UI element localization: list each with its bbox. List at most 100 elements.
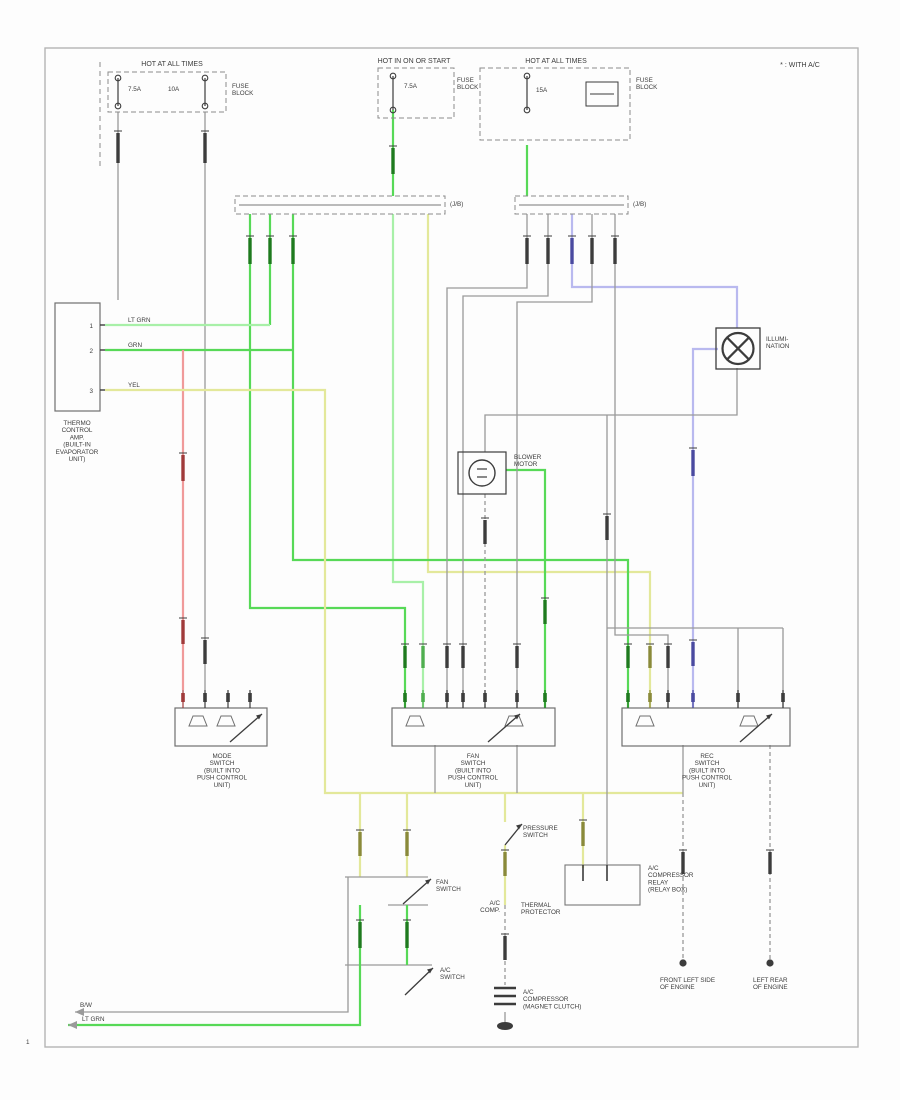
junction-connector-right xyxy=(514,195,629,215)
switch-lever-arrow xyxy=(256,714,262,720)
wire-gray xyxy=(75,965,349,1013)
component-label: YEL xyxy=(128,382,140,389)
component-label: A/C xyxy=(523,989,534,996)
component-label: PUSH CONTROL xyxy=(448,775,499,782)
rec-switch-block-contact xyxy=(739,715,759,727)
mode-switch-block xyxy=(174,707,268,747)
component-label: OF ENGINE xyxy=(753,984,788,991)
component-label: 1 xyxy=(89,323,93,330)
switch-lever-arrow xyxy=(766,714,772,720)
component-label: PUSH CONTROL xyxy=(197,775,248,782)
fuse-terminal xyxy=(389,72,397,80)
rec-switch-block-contact xyxy=(635,715,655,727)
component-label: (MAGNET CLUTCH) xyxy=(523,1003,581,1010)
mode-switch-block-pin-connector xyxy=(181,693,185,702)
switch-lever-arrow xyxy=(516,824,522,830)
blower-motor-armature xyxy=(468,459,496,487)
fan-switch-block-pin-connector xyxy=(543,693,547,702)
component-label: REC xyxy=(700,753,714,760)
component-label: (BUILT-IN xyxy=(63,442,91,449)
fuse-terminal xyxy=(201,102,209,110)
component-label: (RELAY BOX) xyxy=(648,887,687,894)
rec-switch-block-pin-connector xyxy=(666,693,670,702)
component-label: NATION xyxy=(766,343,790,350)
component-label: 10A xyxy=(168,86,180,93)
component-label: (J/B) xyxy=(633,201,646,208)
wire-ltgrn xyxy=(391,214,425,708)
component-label: BLOWER xyxy=(514,454,542,461)
component-label: UNIT) xyxy=(699,782,716,789)
fuse-terminal xyxy=(201,74,209,82)
fuse-box-right xyxy=(479,67,631,141)
fan-switch-block-pin-connector xyxy=(445,693,449,702)
component-label: A/C xyxy=(440,967,451,974)
fuse-terminal xyxy=(114,74,122,82)
illumination-lamp-bulb xyxy=(721,331,755,366)
component-label: THERMAL xyxy=(521,902,552,909)
switch-lever-arrow xyxy=(425,879,431,885)
component-label: SWITCH xyxy=(461,760,486,767)
fusible-link xyxy=(585,81,619,107)
component-label: 1 xyxy=(26,1039,30,1046)
component-label: PROTECTOR xyxy=(521,909,561,916)
switch-lever-arrow xyxy=(514,714,520,720)
component-label: LEFT REAR xyxy=(753,977,788,984)
fan-switch-block-pin-connector xyxy=(403,693,407,702)
mode-switch-block-pin-connector xyxy=(203,693,207,702)
rec-switch-block-pin-connector xyxy=(691,693,695,702)
component-label: SWITCH xyxy=(436,886,461,893)
wire-blu xyxy=(691,347,718,708)
fuse-box-center xyxy=(377,67,455,119)
fan-switch-block-pin-connector xyxy=(421,693,425,702)
mode-switch-block-contact xyxy=(188,715,208,727)
wire-yel xyxy=(426,214,652,708)
component-label: BLOCK xyxy=(636,84,658,91)
component-label: FUSE xyxy=(457,77,474,84)
component-label: COMPRESSOR xyxy=(523,996,569,1003)
component-label: (BUILT INTO xyxy=(689,767,725,774)
component-label: EVAPORATOR xyxy=(56,449,99,456)
component-label: UNIT) xyxy=(214,782,231,789)
fuse-terminal xyxy=(523,106,531,114)
component-label: THERMO xyxy=(63,420,90,427)
ac-relay-box xyxy=(564,864,641,906)
switch-lever xyxy=(404,967,434,996)
component-label: SWITCH xyxy=(523,832,548,839)
switch-lever xyxy=(739,713,773,743)
wire-grn xyxy=(248,214,407,708)
blower-motor-outline xyxy=(457,451,507,495)
component-label: LT GRN xyxy=(128,317,151,324)
component-label: COMPRESSOR xyxy=(648,872,694,879)
component-label: BLOCK xyxy=(457,84,479,91)
component-label: LT GRN xyxy=(82,1016,105,1023)
component-label: MOTOR xyxy=(514,461,538,468)
wire-gray xyxy=(484,368,738,452)
component-label: 3 xyxy=(89,388,93,395)
component-label: FUSE xyxy=(636,77,653,84)
thermo-control-amp xyxy=(54,302,101,412)
component-label: 7.5A xyxy=(128,86,142,93)
component-label: FRONT LEFT SIDE xyxy=(660,977,715,984)
component-label: UNIT) xyxy=(465,782,482,789)
wire-grn xyxy=(68,905,362,1027)
rec-switch-block xyxy=(621,707,791,747)
component-label: PRESSURE xyxy=(523,825,558,832)
mode-switch-block-contact xyxy=(216,715,236,727)
component-label: RELAY xyxy=(648,879,669,886)
switch-lever xyxy=(402,878,432,905)
wire-blu xyxy=(570,214,739,328)
component-label: MODE xyxy=(213,753,232,760)
component-label: (J/B) xyxy=(450,201,463,208)
fuse-terminal xyxy=(114,102,122,110)
component-label: FUSE xyxy=(232,83,249,90)
switch-lever xyxy=(229,713,263,743)
fan-switch-block xyxy=(391,707,556,747)
component-label: B/W xyxy=(80,1002,92,1009)
component-label: FAN xyxy=(436,879,449,886)
ground-symbol xyxy=(497,1022,513,1030)
power-label: HOT IN ON OR START xyxy=(378,58,451,65)
fuse-terminal xyxy=(523,72,531,80)
component-label: 2 xyxy=(89,348,93,355)
